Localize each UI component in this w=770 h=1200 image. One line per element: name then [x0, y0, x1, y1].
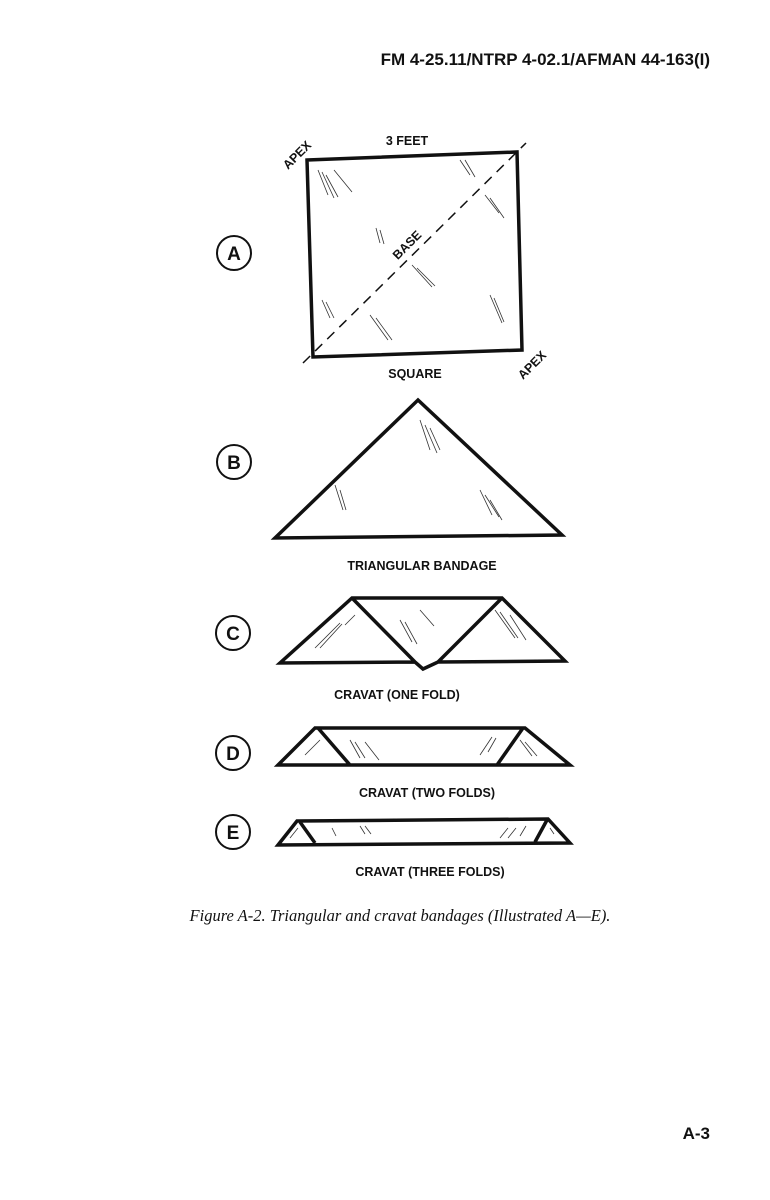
panel-e-marker: [215, 814, 251, 850]
panel-a-letter: A: [227, 244, 241, 265]
page-number: A-3: [682, 1124, 710, 1143]
label-apex-bottom: APEX: [515, 348, 549, 382]
caption-cravat-three-folds: CRAVAT (THREE FOLDS): [355, 865, 504, 879]
label-square: SQUARE: [388, 367, 441, 381]
label-apex-top: APEX: [280, 138, 314, 172]
document-header: FM 4-25.11/NTRP 4-02.1/AFMAN 44-163(I): [380, 50, 710, 69]
panel-c-marker: [215, 615, 251, 651]
panel-b-marker: [216, 444, 252, 480]
label-3-feet: 3 FEET: [386, 134, 429, 148]
label-base: BASE: [390, 228, 424, 262]
triangular-bandage: [270, 397, 567, 540]
square-bandage: [305, 150, 524, 359]
panel-c-letter: C: [226, 624, 240, 645]
base-diagonal: [302, 142, 527, 364]
panel-a: A 3 FEET SQUARE APEX APEX BASE: [216, 134, 550, 382]
panel-b: B TRIANGULAR BANDAGE: [216, 397, 567, 573]
cravat-two-folds: [273, 726, 575, 767]
caption-cravat-two-folds: CRAVAT (TWO FOLDS): [359, 786, 495, 800]
figure-caption: Figure A-2. Triangular and cravat bandag…: [189, 906, 611, 925]
cravat-three-folds: [274, 817, 574, 847]
panel-b-letter: B: [227, 453, 241, 474]
caption-triangular-bandage: TRIANGULAR BANDAGE: [347, 559, 496, 573]
caption-cravat-one-fold: CRAVAT (ONE FOLD): [334, 688, 460, 702]
panel-d: D CRAVAT (TWO FOLDS): [215, 726, 575, 800]
panel-c: C CRAVAT (ONE FOLD): [215, 596, 570, 702]
panel-a-marker: [216, 235, 252, 271]
panel-e-letter: E: [227, 823, 240, 844]
panel-e: E CRAVAT (THREE FOLDS): [215, 814, 574, 879]
panel-d-letter: D: [226, 744, 240, 765]
cravat-one-fold: [275, 596, 570, 672]
panel-d-marker: [215, 735, 251, 771]
